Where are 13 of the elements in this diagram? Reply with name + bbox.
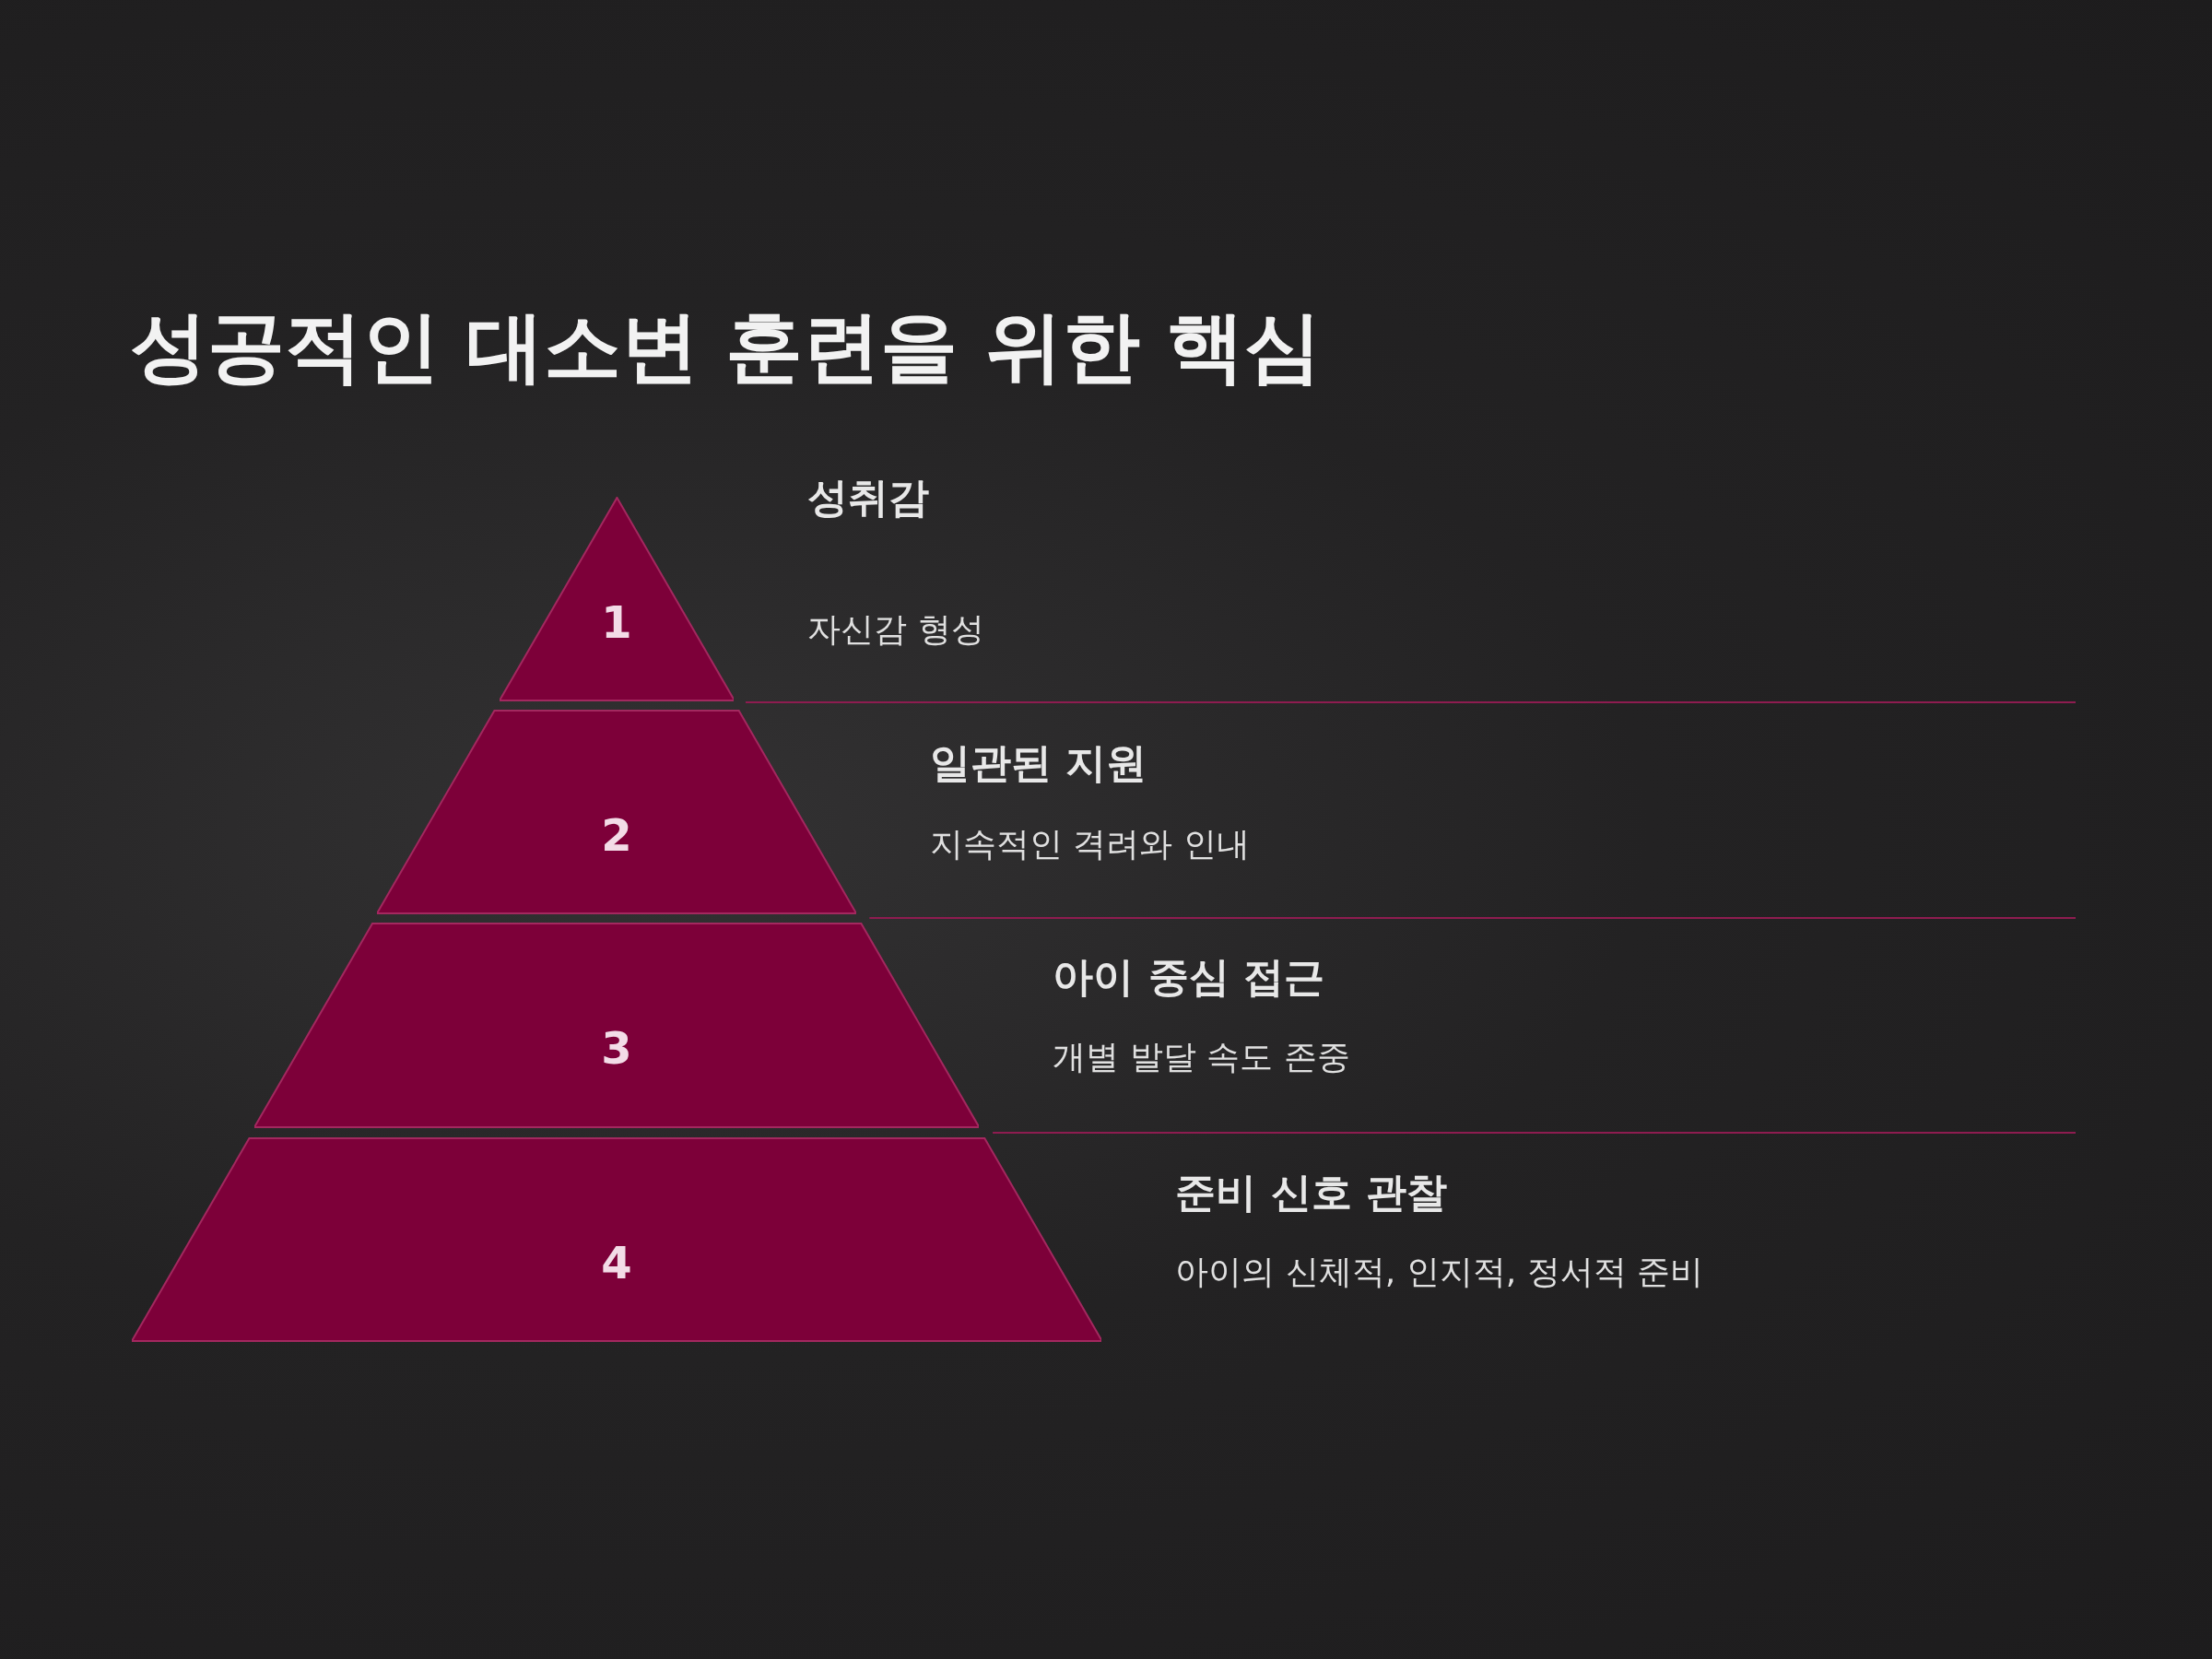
layer-number: 2 xyxy=(600,808,633,861)
layer-number: 4 xyxy=(600,1236,633,1288)
layer-number: 1 xyxy=(600,595,633,648)
layer-heading: 준비 신호 관찰 xyxy=(1175,1168,1447,1218)
layer-heading: 일관된 지원 xyxy=(930,738,1147,788)
layer-description: 자신감 형성 xyxy=(807,609,984,650)
layer-number: 3 xyxy=(600,1022,633,1075)
layer-heading: 아이 중심 접근 xyxy=(1053,952,1324,1002)
layer-description: 지속적인 격려와 인내 xyxy=(930,824,1250,865)
title: 성공적인 대소변 훈련을 위한 핵심 xyxy=(130,300,1322,394)
layer-description: 아이의 신체적, 인지적, 정서적 준비 xyxy=(1175,1252,1703,1292)
layer-heading: 성취감 xyxy=(807,473,930,523)
layer-description: 개별 발달 속도 존중 xyxy=(1053,1037,1350,1077)
